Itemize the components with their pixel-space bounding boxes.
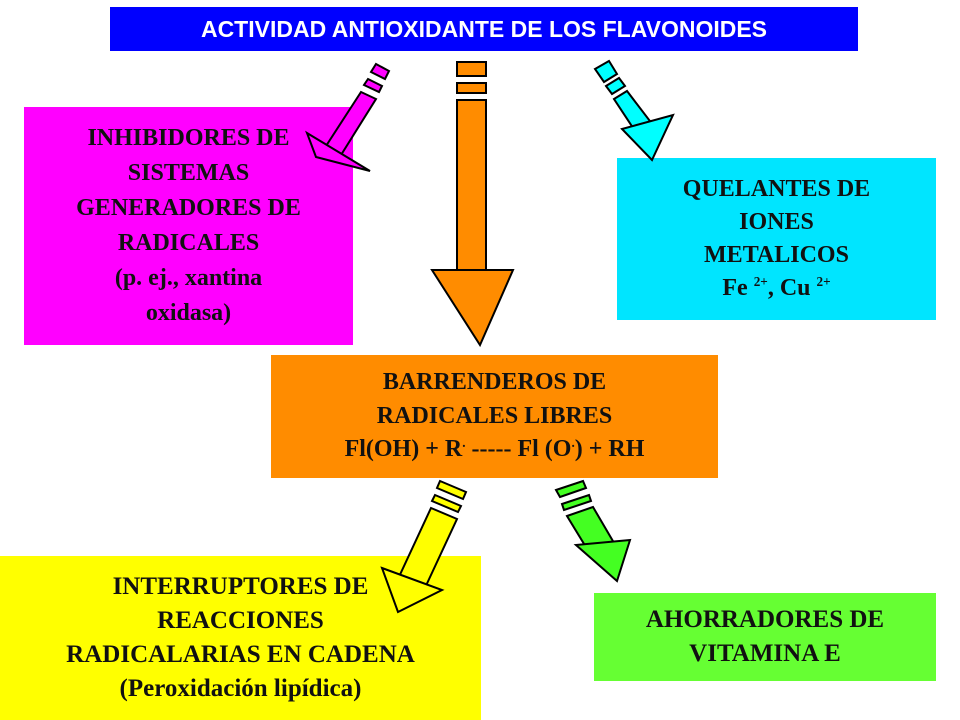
fe-charge: 2+ (753, 274, 768, 290)
inhibidores-line-1: INHIBIDORES DE (87, 124, 290, 151)
inhibidores-line-5: (p. ej., xantina (114, 265, 263, 292)
quelantes-line-1: QUELANTES DE (682, 175, 871, 202)
ahorradores-box: AHORRADORES DE VITAMINA E (594, 593, 936, 681)
ahorradores-line-1: AHORRADORES DE (645, 606, 885, 633)
arrow-to-quelantes (593, 59, 675, 162)
barrenderos-equation: Fl(OH) + R. ----- Fl (O.) + RH (345, 433, 645, 467)
barrenderos-line-1: BARRENDEROS DE (382, 369, 607, 396)
cu-label: , Cu (767, 275, 811, 302)
arrow-to-ahorradores (554, 479, 632, 583)
quelantes-box: QUELANTES DE IONES METALICOS Fe 2+, Cu 2… (617, 158, 936, 320)
inhibidores-line-6: oxidasa) (145, 300, 232, 327)
interruptores-line-4: (Peroxidación lipídica) (119, 675, 362, 702)
inhibidores-line-2: SISTEMAS (127, 159, 250, 186)
equation-part-3: ) + RH (574, 436, 645, 463)
cu-charge: 2+ (816, 274, 831, 290)
barrenderos-line-2: RADICALES LIBRES (376, 402, 613, 429)
radical-dot-2: . (571, 435, 575, 451)
quelantes-line-2: IONES (739, 208, 814, 235)
inhibidores-line-4: RADICALES (117, 230, 260, 256)
interruptores-line-3: RADICALARIAS EN CADENA (66, 641, 415, 668)
inhibidores-line-3: GENERADORES DE (76, 194, 301, 221)
fe-label: Fe (722, 275, 748, 302)
title-text: ACTIVIDAD ANTIOXIDANTE DE LOS FLAVONOIDE… (200, 15, 768, 42)
interruptores-line-2: REACCIONES (157, 607, 324, 634)
quelantes-line-3: METALICOS (704, 242, 849, 268)
ahorradores-line-2: VITAMINA E (689, 640, 841, 667)
interruptores-box: INTERRUPTORES DE REACCIONES RADICALARIAS… (0, 556, 481, 720)
inhibidores-box: INHIBIDORES DE SISTEMAS GENERADORES DE R… (24, 107, 353, 345)
quelantes-ions-line: Fe 2+, Cu 2+ (722, 272, 830, 305)
radical-dot-1: . (462, 435, 466, 451)
interruptores-line-1: INTERRUPTORES DE (112, 573, 369, 600)
equation-part-2: ----- Fl (O (465, 436, 572, 463)
arrow-to-barrenderos (430, 61, 515, 348)
diagram-title: ACTIVIDAD ANTIOXIDANTE DE LOS FLAVONOIDE… (110, 7, 858, 51)
barrenderos-box: BARRENDEROS DE RADICALES LIBRES Fl(OH) +… (271, 355, 718, 478)
equation-part-1: Fl(OH) + R (344, 436, 463, 463)
